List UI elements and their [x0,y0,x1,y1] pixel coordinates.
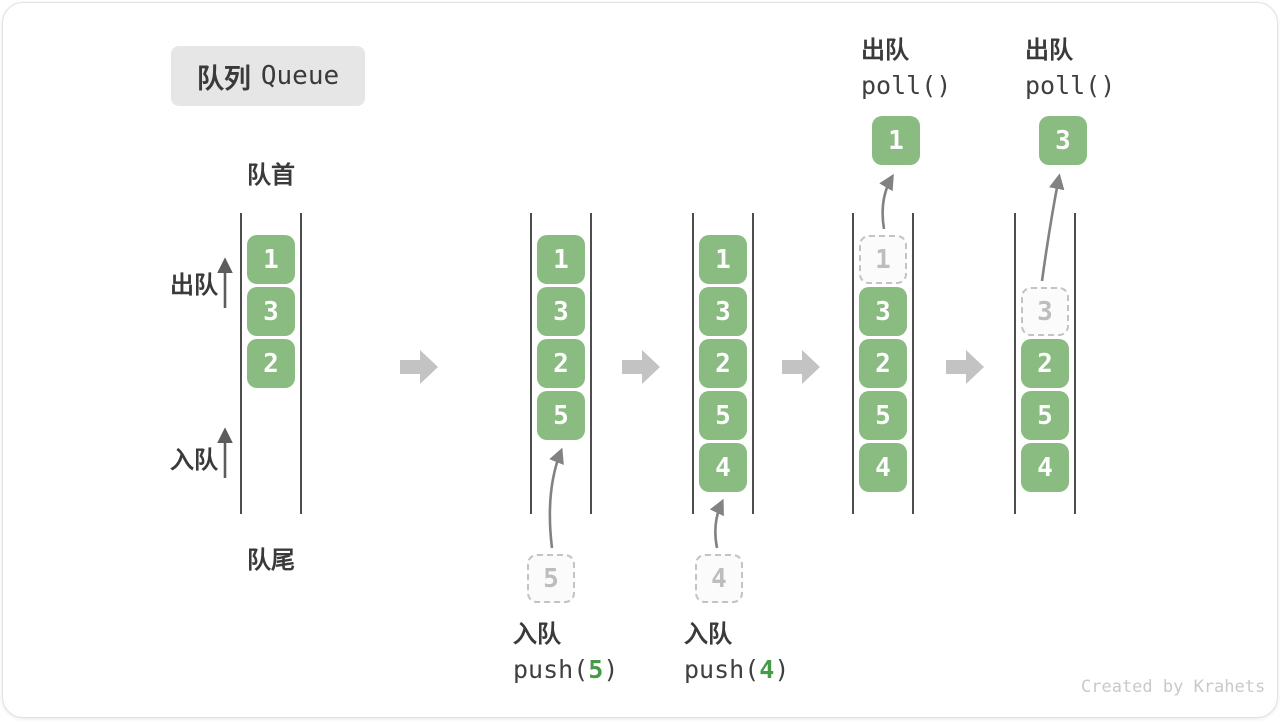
popped-cell: 3 [1039,116,1087,165]
step-arrow-icon [946,350,984,384]
queue-cell: 1 [537,235,585,284]
queue-cell: 4 [859,443,907,492]
queue-cell: 3 [247,287,295,336]
poll1-call: poll() [861,71,952,100]
queue-state-2: 1 3 2 5 [530,213,592,514]
queue-cell: 3 [859,287,907,336]
queue-cell: 3 [699,287,747,336]
push4-call: push(4) [684,655,790,684]
queue-state-5: 3 2 5 4 [1014,213,1076,514]
title-chinese: 队列 [196,63,251,94]
popped-cell: 1 [872,116,920,165]
queue-cell: 2 [537,339,585,388]
step-arrow-icon [622,350,660,384]
queue-cell: 4 [1021,443,1069,492]
diagram-canvas: 队列 Queue 队首 队尾 出队 入队 1 3 2 1 3 2 5 1 3 2… [3,3,1277,717]
queue-cell: 5 [859,391,907,440]
queue-rear-label: 队尾 [247,547,295,574]
queue-cell: 1 [247,235,295,284]
queue-cell: 4 [699,443,747,492]
enqueue-label: 入队 [684,621,732,648]
dequeue-label: 出队 [1025,37,1073,64]
step-arrow-icon [400,350,438,384]
push5-call: push(5) [513,655,619,684]
queue-cell: 1 [699,235,747,284]
removed-cell-ghost: 1 [859,235,907,284]
queue-cell: 2 [699,339,747,388]
diagram-title: 队列 Queue [171,46,365,106]
dequeue-side-label: 出队 [170,272,218,299]
incoming-cell-ghost: 4 [695,554,743,603]
queue-state-1: 1 3 2 [240,213,302,514]
step-arrow-icon [782,350,820,384]
queue-state-4: 1 3 2 5 4 [852,213,914,514]
poll2-call: poll() [1025,71,1116,100]
queue-cell: 5 [699,391,747,440]
queue-state-3: 1 3 2 5 4 [692,213,754,514]
queue-cell: 2 [1021,339,1069,388]
queue-cell: 2 [859,339,907,388]
queue-cell: 3 [537,287,585,336]
queue-cell: 5 [537,391,585,440]
queue-cell: 5 [1021,391,1069,440]
poll1-annotation: 出队 poll() [861,33,951,103]
poll2-annotation: 出队 poll() [1025,33,1115,103]
enqueue-side-label: 入队 [170,447,218,474]
queue-cell: 2 [247,339,295,388]
removed-cell-ghost: 3 [1021,287,1069,336]
enqueue-label: 入队 [513,621,561,648]
push5-annotation: 入队 push(5) [513,617,618,687]
dequeue-label: 出队 [861,37,909,64]
incoming-cell-ghost: 5 [527,554,575,603]
title-english: Queue [260,61,340,91]
watermark: Created by Krahets [1081,677,1266,697]
push4-annotation: 入队 push(4) [684,617,789,687]
queue-front-label: 队首 [247,162,295,189]
